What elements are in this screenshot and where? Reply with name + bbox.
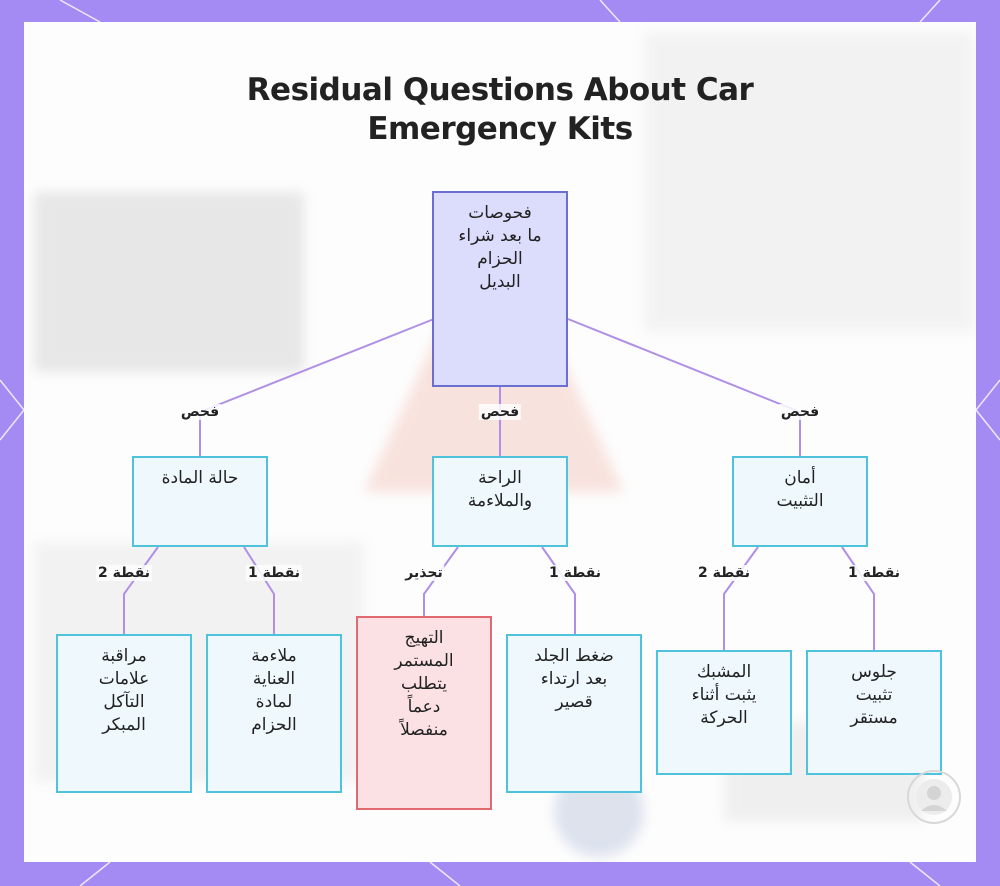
edge-safety-seating [841, 546, 875, 650]
node-care-suitability: ملاءمة العناية لمادة الحزام [206, 634, 342, 793]
node-persistent-irritation-label: التهيج المستمر يتطلب دعماً منفصلاً [394, 628, 454, 740]
edge-comfort-irritation [423, 546, 459, 616]
diagram-title-line-2: Emergency Kits [367, 111, 633, 147]
edge-comfort-pressure [541, 546, 576, 634]
node-material-condition-label: حالة المادة [161, 468, 239, 488]
edge-label-safety-point-1: نقطة 1 [845, 565, 903, 581]
node-care-suitability-label: ملاءمة العناية لمادة الحزام [251, 646, 297, 735]
edge-label-material-point-1: نقطة 1 [245, 565, 303, 581]
node-comfort-fit: الراحة والملاءمة [432, 456, 568, 547]
edge-label-check-comfort: فحص [478, 404, 522, 420]
node-comfort-fit-label: الراحة والملاءمة [467, 468, 533, 511]
node-skin-pressure: ضغط الجلد بعد ارتداء قصير [506, 634, 642, 793]
edge-root-safety [567, 318, 801, 456]
node-skin-pressure-label: ضغط الجلد بعد ارتداء قصير [534, 646, 614, 712]
node-stable-seating-label: جلوس تثبيت مستقر [850, 662, 898, 728]
node-stable-seating: جلوس تثبيت مستقر [806, 650, 942, 775]
node-root: فحوصات ما بعد شراء الحزام البديل [432, 191, 568, 387]
node-monitor-wear-label: مراقبة علامات التآكل المبكر [98, 646, 150, 735]
edge-material-wear [123, 546, 159, 634]
diagram-title-line-1: Residual Questions About Car [246, 72, 754, 108]
node-safety-fastening: أمان التثبيت [732, 456, 868, 547]
edge-label-comfort-point-1: نقطة 1 [546, 565, 604, 581]
node-buckle-holds-label: المشبك يثبت أثناء الحركة [691, 662, 757, 728]
edge-label-check-safety: فحص [778, 404, 822, 420]
edge-label-material-point-2: نقطة 2 [95, 565, 153, 581]
node-safety-fastening-label: أمان التثبيت [776, 468, 824, 511]
node-root-label: فحوصات ما بعد شراء الحزام البديل [458, 203, 542, 292]
watermark-badge-icon [907, 770, 961, 824]
node-material-condition: حالة المادة [132, 456, 268, 547]
edge-label-check-material: فحص [178, 404, 222, 420]
edge-label-comfort-warning: تحذير [403, 565, 445, 581]
node-persistent-irritation: التهيج المستمر يتطلب دعماً منفصلاً [356, 616, 492, 810]
node-monitor-wear: مراقبة علامات التآكل المبكر [56, 634, 192, 793]
diagram-panel: Residual Questions About Car Emergency K… [24, 22, 976, 862]
edge-label-safety-point-2: نقطة 2 [695, 565, 753, 581]
edge-material-care [243, 546, 275, 634]
edge-root-material [199, 318, 435, 456]
edge-safety-buckle [723, 546, 759, 650]
node-buckle-holds: المشبك يثبت أثناء الحركة [656, 650, 792, 775]
